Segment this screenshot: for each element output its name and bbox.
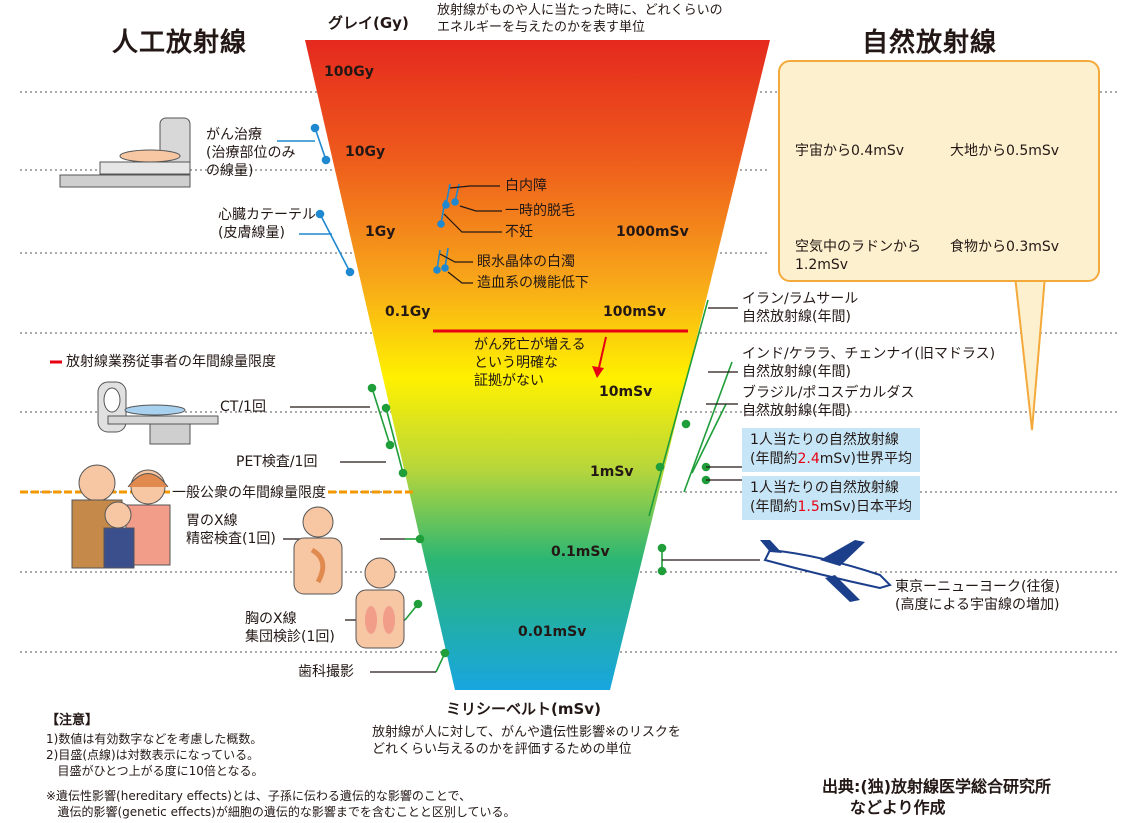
japan-average-suffix: mSv)日本平均 [819,499,913,515]
family-illustration [71,464,171,569]
pet-label: PET検査/1回 [236,454,318,470]
japan-average-value: 1.5 [797,499,820,515]
india-label: インド/ケララ、チェンナイ(旧マドラス) 自然放射線(年間) [742,346,996,380]
scale-01gy: 0.1Gy [385,304,431,320]
dose-funnel [305,40,770,690]
world-average-title: 1人当たりの自然放射線 [750,432,899,448]
notes-heading: 【注意】 [46,713,99,728]
chest-xray-label: 胸のX線 集団検診(1回) [245,611,335,645]
brazil-label: ブラジル/ポコスデカルダス 自然放射線(年間) [742,385,915,419]
effect-cataract: 白内障 [505,178,547,194]
note-2: 2)目盛(点線)は対数表示になっている。 目盛がひとつ上がる度に10倍となる。 [46,748,264,778]
effect-infertility: 不妊 [505,224,533,240]
chest-xray-illustration [355,557,405,649]
ct-label: CT/1回 [220,399,266,415]
scale-100msv: 100mSv [603,304,667,320]
ct-illustration [97,381,219,445]
space-radiation-label: 宇宙から0.4mSv [795,143,905,159]
dental-xray-label: 歯科撮影 [298,664,354,680]
natural-title: 自然放射線 [862,28,998,58]
footnote-hereditary: ※遺伝性影響(hereditary effects)とは、子孫に伝わる遺伝的な影… [46,789,516,819]
scale-1gy: 1Gy [365,224,396,240]
effect-hair-loss: 一時的脱毛 [505,203,575,219]
msv-unit-description: 放射線が人に対して、がんや遺伝性影響※のリスクを どれくらい与えるのかを評価する… [372,725,681,757]
japan-average-box: 1人当たりの自然放射線 (年間約1.5mSv)日本平均 [742,476,921,520]
world-average-suffix: mSv)世界平均 [819,451,913,467]
scale-001msv: 0.01mSv [518,624,587,640]
radon-radiation-label: 空気中のラドンから 1.2mSv [795,239,921,273]
stomach-xray-label: 胃のX線 精密検査(1回) [186,513,276,547]
scale-100gy: 100Gy [324,64,374,80]
cancer-evidence-note: がん死亡が増える という明確な 証拠がない [474,337,586,389]
iran-label: イラン/ラムサール 自然放射線(年間) [742,291,859,325]
therapy-illustration [59,117,191,188]
scale-1000msv: 1000mSv [616,224,689,240]
stomach-xray-illustration [293,506,343,595]
source-credit: 出典:(独)放射線医学総合研究所 などより作成 [822,777,1052,817]
red-down-arrow [597,336,607,373]
scale-10msv: 10mSv [599,384,653,400]
gray-unit-label: グレイ(Gy) [328,14,409,32]
natural-sources-panel [778,60,1100,282]
worker-limit-label: 放射線業務従事者の年間線量限度 [66,354,276,370]
cancer-therapy-label: がん治療 (治療部位のみ の線量) [206,127,296,179]
airplane-illustration [760,540,892,602]
note-1: 1)数値は有効数字などを考慮した概数。 [46,732,263,746]
msv-unit-label: ミリシーベルト(mSv) [446,700,601,718]
flight-label: 東京ーニューヨーク(往復) (高度による宇宙線の増加) [895,579,1060,613]
effect-lens-opacity: 眼水晶体の白濁 [477,254,575,270]
japan-average-prefix: (年間約 [750,499,798,515]
ground-radiation-label: 大地から0.5mSv [950,143,1060,159]
public-limit-label: 一般公衆の年間線量限度 [170,484,328,502]
world-average-value: 2.4 [797,451,820,467]
scale-10gy: 10Gy [345,144,386,160]
japan-average-title: 1人当たりの自然放射線 [750,480,899,496]
world-average-box: 1人当たりの自然放射線 (年間約2.4mSv)世界平均 [742,428,921,472]
panel-pointer [1013,275,1047,431]
artificial-title: 人工放射線 [112,28,248,58]
cardiac-catheter-label: 心臓カテーテル (皮膚線量) [218,207,316,241]
scale-1msv: 1mSv [590,464,634,480]
world-average-prefix: (年間約 [750,451,798,467]
effect-hematopoietic: 造血系の機能低下 [477,275,589,291]
gray-unit-description: 放射線がものや人に当たった時に、どれくらいの エネルギーを与えたのかを表す単位 [437,3,723,35]
food-radiation-label: 食物から0.3mSv [950,239,1060,255]
scale-01msv: 0.1mSv [551,544,610,560]
